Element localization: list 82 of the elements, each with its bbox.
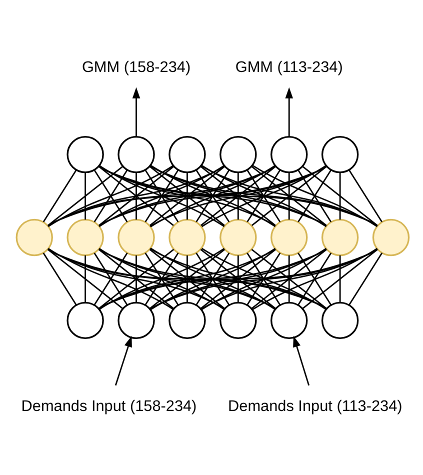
connector xyxy=(150,248,378,310)
connector xyxy=(98,248,378,310)
connector xyxy=(252,164,378,228)
node-circle xyxy=(168,302,206,340)
node-circle xyxy=(270,218,308,256)
connector xyxy=(48,248,225,310)
connector xyxy=(298,170,332,222)
connector xyxy=(186,255,188,303)
connector xyxy=(136,172,137,220)
node-text: Demands Input (158-234) xyxy=(21,398,197,415)
node-text: GMM (158-234) xyxy=(82,59,191,76)
connector xyxy=(144,252,179,306)
connector xyxy=(302,248,378,309)
connector xyxy=(302,166,378,226)
node-circle xyxy=(220,218,257,256)
node-circle xyxy=(372,218,410,256)
connector xyxy=(94,252,128,306)
node-circle xyxy=(168,136,206,174)
node-circle xyxy=(321,302,359,340)
connector xyxy=(237,255,239,303)
connector xyxy=(48,248,327,310)
connector xyxy=(186,172,188,220)
node-circle xyxy=(118,136,155,174)
connector xyxy=(48,248,276,310)
connector xyxy=(42,170,77,222)
node-circle xyxy=(118,218,155,256)
node-circle xyxy=(220,136,257,174)
connector xyxy=(251,248,327,309)
arrow xyxy=(132,87,140,137)
connector xyxy=(42,252,77,306)
connector xyxy=(348,252,383,306)
node-text: Demands Input (113-234) xyxy=(228,398,402,415)
connector xyxy=(196,252,230,306)
node-text: GMM (113-234) xyxy=(235,59,343,76)
connector xyxy=(98,248,327,310)
node-circle xyxy=(66,302,104,340)
connector xyxy=(252,248,378,310)
connector xyxy=(339,255,341,303)
connector xyxy=(48,165,225,227)
connector xyxy=(98,248,225,310)
connector xyxy=(94,170,128,222)
connector xyxy=(98,165,225,228)
node-circle xyxy=(66,218,104,256)
arrow xyxy=(293,336,310,386)
connector xyxy=(200,164,378,227)
connector xyxy=(196,170,230,222)
node-circle xyxy=(118,302,155,340)
node-circle xyxy=(270,302,308,340)
connector xyxy=(339,172,341,220)
connector xyxy=(48,165,174,228)
connector xyxy=(84,172,86,220)
connector xyxy=(98,166,378,226)
node-circle xyxy=(321,136,359,174)
connector xyxy=(136,255,137,303)
node-circle xyxy=(220,302,257,340)
node-circle xyxy=(66,136,104,174)
connector xyxy=(150,165,378,226)
connector xyxy=(98,248,276,310)
connector xyxy=(298,252,332,306)
connector xyxy=(348,170,382,222)
connector xyxy=(48,166,327,226)
connector xyxy=(48,248,174,310)
connector xyxy=(251,166,327,226)
connector xyxy=(48,166,276,226)
arrow xyxy=(114,336,132,386)
connector xyxy=(246,252,281,306)
node-circle xyxy=(270,136,308,174)
connector xyxy=(288,172,290,220)
connector xyxy=(48,166,124,226)
connector xyxy=(47,248,123,309)
connector xyxy=(200,248,378,310)
node-circle xyxy=(321,218,359,256)
connector xyxy=(144,170,179,222)
connector xyxy=(288,255,290,303)
connector xyxy=(246,170,281,222)
connector xyxy=(84,255,86,303)
node-circle xyxy=(16,218,53,256)
connector xyxy=(98,166,327,226)
connector xyxy=(98,165,276,227)
connector xyxy=(237,172,239,220)
arrow xyxy=(285,87,294,137)
node-circle xyxy=(168,218,206,256)
